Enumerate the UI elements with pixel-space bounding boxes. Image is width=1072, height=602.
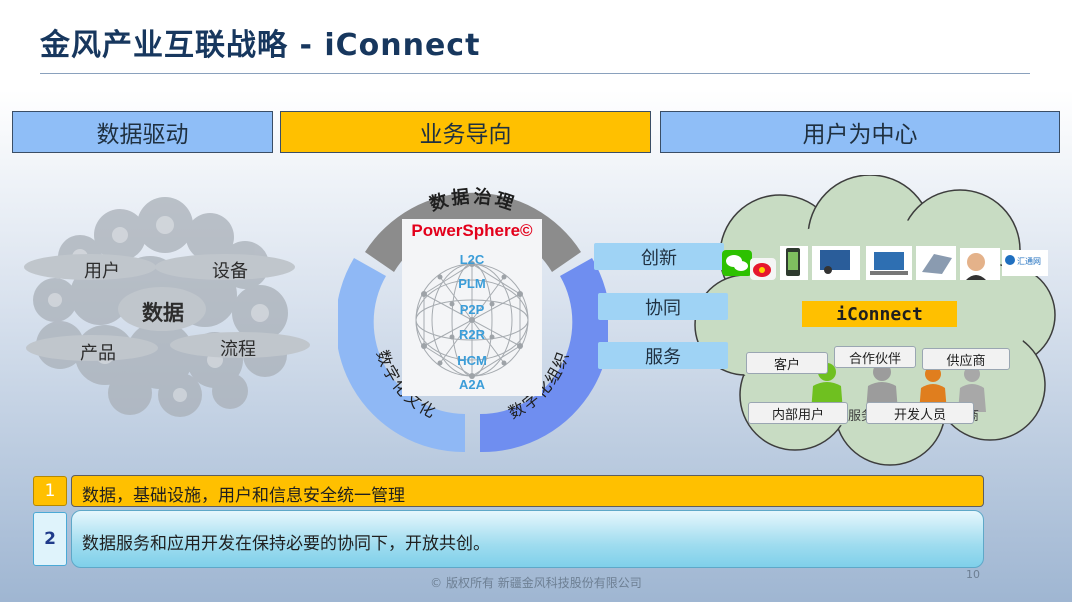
ps-item-plm: PLM [458, 276, 486, 291]
page-number: 10 [966, 568, 980, 581]
ps-item-r2r: R2R [458, 327, 485, 342]
powersphere-title: PowerSphere© [411, 221, 533, 240]
phone-icon [780, 246, 808, 280]
label-developer: 开发人员 [866, 402, 974, 424]
point-1-text: 数据，基础设施，用户和信息安全统一管理 [82, 486, 405, 506]
powersphere-panel: PowerSphere© L2C PLM P2P R2R HCM A2A [402, 219, 542, 396]
data-center-label: 数据 [142, 301, 184, 325]
pillar-user-centric: 用户为中心 [660, 111, 1060, 153]
ring-segment-left [338, 258, 465, 453]
data-icon-cloud [24, 197, 310, 417]
pillar-business-oriented: 业务导向 [280, 111, 651, 153]
page-title: 金风产业互联战略 - iConnect [40, 28, 481, 63]
point-2-number: 2 [33, 512, 67, 566]
data-item-process: 流程 [220, 339, 256, 360]
network-globe-icon [415, 261, 529, 379]
iconnect-label: iConnect [802, 301, 957, 327]
point-2-bar: 数据服务和应用开发在保持必要的协同下，开放共创。 [71, 510, 984, 568]
huitong-logo-text: 汇通网 [1017, 256, 1041, 266]
weibo-icon [750, 258, 776, 280]
ps-item-l2c: L2C [459, 252, 485, 267]
app-icon-strip: 汇通网 [722, 246, 1048, 280]
ps-item-p2p: P2P [459, 302, 485, 317]
data-item-product: 产品 [80, 343, 116, 364]
tag-innovation: 创新 [594, 243, 724, 270]
ring-segment-right [480, 258, 608, 453]
label-customer: 客户 [746, 352, 828, 374]
pillar-data-driven: 数据驱动 [12, 111, 273, 153]
support-agent-icon [960, 248, 1000, 280]
label-supplier: 供应商 [922, 348, 1010, 370]
tag-service: 服务 [598, 342, 728, 369]
wechat-icon [722, 250, 752, 276]
label-partner: 合作伙伴 [834, 346, 916, 368]
ring-segment-top [365, 192, 581, 272]
point-1-number: 1 [33, 476, 67, 506]
data-item-user: 用户 [84, 261, 120, 282]
scanner-icon [916, 246, 956, 280]
copyright-footer: © 版权所有 新疆金风科技股份有限公司 [430, 576, 642, 590]
point-2-text: 数据服务和应用开发在保持必要的协同下，开放共创。 [82, 534, 490, 554]
tag-collaboration: 协同 [598, 293, 728, 320]
ps-item-hcm: HCM [457, 353, 487, 368]
data-item-device: 设备 [212, 261, 248, 282]
presentation-icon [812, 246, 860, 280]
title-divider [40, 73, 1030, 74]
label-internal-user: 内部用户 [748, 402, 848, 424]
laptop-icon [866, 246, 912, 280]
ps-item-a2a: A2A [458, 377, 485, 392]
point-1-bar: 数据，基础设施，用户和信息安全统一管理 [71, 475, 984, 507]
huitong-logo-icon: 汇通网 [1002, 250, 1048, 276]
